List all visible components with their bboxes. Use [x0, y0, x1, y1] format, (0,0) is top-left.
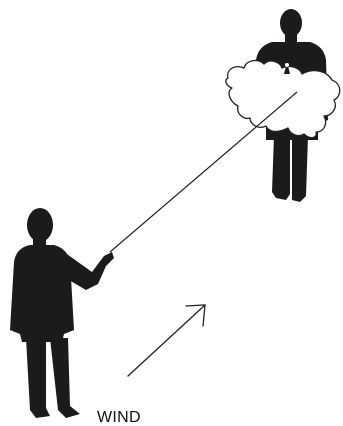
kite-line: [110, 92, 297, 252]
kite-launcher-person-icon: [10, 208, 114, 418]
wind-label: WIND: [97, 409, 141, 426]
kite-outline-icon: [226, 61, 340, 138]
wind-arrow-icon: [128, 305, 205, 376]
